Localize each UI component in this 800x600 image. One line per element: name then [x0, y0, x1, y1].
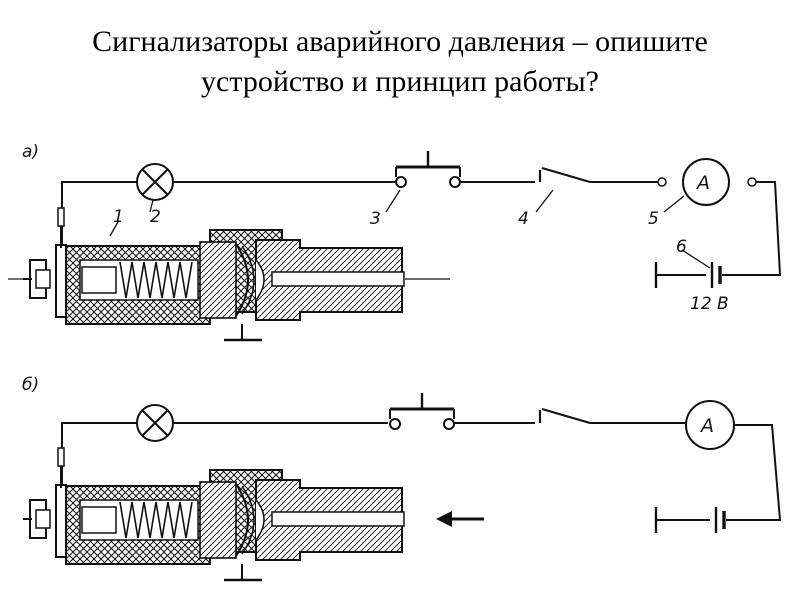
diagram-b: б) A [21, 375, 782, 582]
title-line-1: Сигнализаторы аварийного давления – опиш… [92, 25, 708, 58]
ignition-switch-b-icon [538, 408, 591, 424]
diagram-b-label: б) [22, 375, 39, 395]
push-button-icon [394, 149, 462, 189]
ignition-switch-icon [538, 167, 591, 183]
callout-1: 1 [113, 207, 124, 227]
ammeter-icon [657, 158, 757, 206]
lamp-icon [136, 163, 174, 201]
callout-3: 3 [370, 209, 381, 229]
push-button-b-icon [388, 391, 456, 431]
callout-5: 5 [648, 209, 659, 229]
diagram-a-label: а) [22, 142, 39, 162]
pressure-sensor-b [21, 446, 406, 582]
ammeter-b-symbol: A [699, 415, 714, 437]
wire-b-right [726, 424, 782, 521]
wire-a-right [722, 181, 782, 276]
callout-4: 4 [518, 209, 529, 229]
title-line-2: устройство и принцип работы? [201, 65, 599, 98]
callout-2: 2 [150, 207, 161, 227]
callout-6: 6 [676, 237, 687, 257]
lamp-b-icon [136, 404, 174, 442]
battery-b-icon [654, 507, 726, 533]
wire-b-left [61, 422, 137, 490]
ammeter-a-symbol: A [695, 172, 710, 194]
pressure-arrow-icon [436, 511, 484, 527]
wire-a-left [61, 181, 137, 250]
battery-icon [654, 262, 722, 288]
battery-voltage-label: 12 В [690, 294, 729, 314]
diagram-a: а) A [8, 142, 782, 342]
pressure-sensor-a [21, 206, 406, 342]
slide-title: Сигнализаторы аварийного давления – опиш… [0, 22, 800, 102]
